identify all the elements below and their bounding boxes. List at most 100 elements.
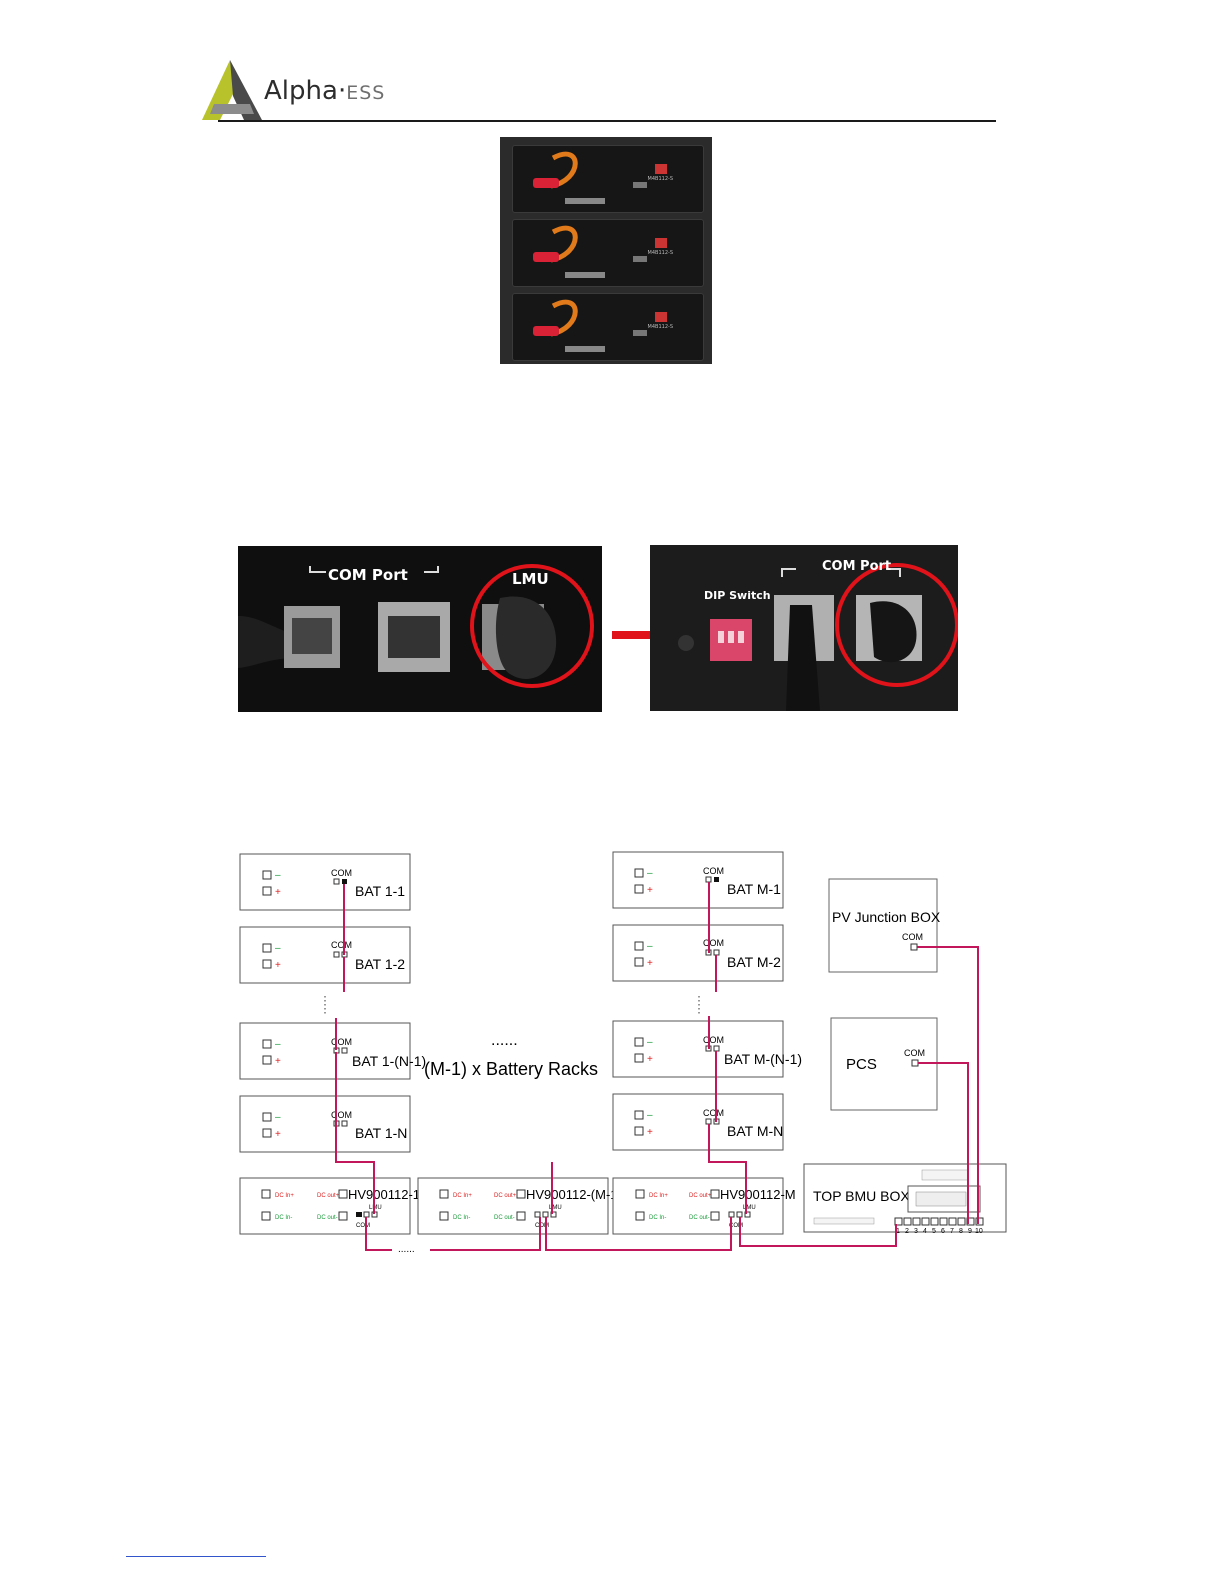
svg-text:COM: COM — [331, 868, 352, 878]
battery-module-1: M4B112-S — [512, 145, 704, 213]
pcs-label: PCS — [846, 1056, 877, 1073]
com-port-lmu-photo-left: COM Port LMU — [238, 546, 602, 712]
battery-rack-photo: M4B112-S M4B112-S M4B112-S — [500, 137, 712, 364]
dip-switch-label: DIP Switch — [704, 589, 771, 602]
svg-text:1: 1 — [896, 1228, 900, 1235]
svg-text:DC out-: DC out- — [317, 1215, 338, 1221]
header: Alpha·ESS — [0, 0, 1224, 130]
alpha-ess-logo-icon — [202, 60, 262, 120]
svg-text:8: 8 — [959, 1228, 963, 1235]
pv-junction-box-label: PV Junction BOX — [832, 909, 941, 925]
svg-text:–: – — [275, 870, 281, 881]
hv-box: DC In+ DC In- DC out+ DC out- HV900112-M… — [612, 1177, 796, 1235]
svg-text:DC out-: DC out- — [494, 1215, 515, 1221]
com-port-label: COM Port — [822, 559, 892, 574]
middle-battery-racks-label: (M-1) x Battery Racks — [424, 1059, 598, 1079]
communication-wires — [335, 882, 979, 1251]
svg-text:COM: COM — [535, 1223, 549, 1229]
rack-label: M4B112-S — [647, 324, 673, 330]
svg-text:+: + — [275, 887, 281, 898]
battery-label: BAT M-1 — [727, 881, 781, 897]
middle-ellipsis: ...... — [491, 1032, 518, 1049]
svg-text:+: + — [275, 960, 281, 971]
svg-text:–: – — [275, 1112, 281, 1123]
brand-suffix: ESS — [346, 82, 386, 104]
battery-unit: – + COM BAT M-2 — [612, 924, 784, 982]
header-divider — [218, 120, 996, 122]
svg-text:4: 4 — [923, 1228, 927, 1235]
svg-text:–: – — [275, 943, 281, 954]
svg-text:6: 6 — [941, 1228, 945, 1235]
svg-text:COM: COM — [703, 1108, 724, 1118]
svg-text:–: – — [647, 941, 653, 952]
battery-unit: – + COM BAT M-(N-1) — [612, 1020, 802, 1078]
battery-label: BAT M-N — [727, 1123, 783, 1139]
svg-text:DC out-: DC out- — [689, 1215, 710, 1221]
hv-box: DC In+ DC In- DC out+ DC out- HV900112-(… — [417, 1177, 622, 1235]
rack-label: M4B112-S — [647, 176, 673, 182]
hv-box: DC In+ DC In- DC out+ DC out- HV900112-1… — [239, 1177, 420, 1235]
svg-text:–: – — [647, 1037, 653, 1048]
battery-unit: – + COM BAT 1-(N-1) — [239, 1022, 426, 1080]
svg-text:DC In-: DC In- — [453, 1215, 470, 1221]
svg-text:–: – — [647, 868, 653, 879]
svg-text:7: 7 — [950, 1228, 954, 1235]
svg-text:COM: COM — [729, 1223, 743, 1229]
com-label: COM — [904, 1048, 925, 1058]
battery-unit: – + COM BAT 1-1 — [239, 853, 411, 911]
svg-text:9: 9 — [968, 1228, 972, 1235]
footer-link-underline[interactable] — [126, 1556, 266, 1557]
svg-text:COM: COM — [703, 866, 724, 876]
hv-box-label: HV900112-M — [720, 1187, 796, 1202]
battery-module-3: M4B112-S — [512, 293, 704, 361]
battery-label: BAT 1-N — [355, 1125, 407, 1141]
svg-text:COM: COM — [703, 1035, 724, 1045]
svg-text:DC In-: DC In- — [275, 1215, 292, 1221]
battery-label: BAT M-(N-1) — [724, 1051, 802, 1067]
battery-unit: – + COM BAT 1-N — [239, 1095, 411, 1153]
bottom-ellipsis: ...... — [398, 1244, 415, 1255]
svg-text:DC out+: DC out+ — [317, 1193, 340, 1199]
svg-text:+: + — [275, 1129, 281, 1140]
svg-text:+: + — [275, 1056, 281, 1067]
svg-text:10: 10 — [975, 1228, 983, 1235]
svg-text:5: 5 — [932, 1228, 936, 1235]
svg-text:–: – — [275, 1039, 281, 1050]
svg-text:+: + — [647, 885, 653, 896]
svg-text:DC In+: DC In+ — [649, 1193, 668, 1199]
rack-label: M4B112-S — [647, 250, 673, 256]
svg-text:COM: COM — [331, 940, 352, 950]
battery-label: BAT 1-(N-1) — [352, 1053, 426, 1069]
top-bmu-box-label: TOP BMU BOX — [813, 1188, 910, 1204]
svg-text:DC In+: DC In+ — [275, 1193, 294, 1199]
hv-box-label: HV900112-1 — [348, 1187, 420, 1202]
battery-label: BAT 1-2 — [355, 956, 405, 972]
svg-text:DC out+: DC out+ — [689, 1193, 712, 1199]
battery-label: BAT M-2 — [727, 954, 781, 970]
com-label: COM — [902, 932, 923, 942]
svg-text:COM: COM — [703, 938, 724, 948]
svg-text:+: + — [647, 1127, 653, 1138]
com-port-dip-photo-right: DIP Switch COM Port — [650, 545, 958, 711]
com-port-label: COM Port — [328, 566, 408, 584]
hv-box-label: HV900112-(M-1) — [526, 1187, 622, 1202]
svg-text:DC out+: DC out+ — [494, 1193, 517, 1199]
wiring-diagram: PV Junction BOX COM PCS COM – + COM BAT … — [239, 851, 1007, 1255]
svg-text:3: 3 — [914, 1228, 918, 1235]
bmu-port-row: 1 2 3 4 5 6 7 8 9 10 — [894, 1217, 984, 1235]
battery-unit: – + COM BAT M-N — [612, 1093, 784, 1151]
battery-unit: – + COM BAT 1-2 — [239, 926, 411, 984]
pv-junction-box — [828, 878, 938, 973]
brand-name: Alpha — [264, 76, 338, 106]
svg-text:+: + — [647, 1054, 653, 1065]
lmu-label: LMU — [512, 570, 549, 588]
svg-text:DC In+: DC In+ — [453, 1193, 472, 1199]
svg-text:COM: COM — [356, 1223, 370, 1229]
svg-text:DC In-: DC In- — [649, 1215, 666, 1221]
svg-text:COM: COM — [331, 1037, 352, 1047]
svg-text:+: + — [647, 958, 653, 969]
battery-unit: – + COM BAT M-1 — [612, 851, 784, 909]
svg-text:LMU: LMU — [743, 1205, 756, 1211]
battery-label: BAT 1-1 — [355, 883, 405, 899]
svg-text:2: 2 — [905, 1228, 909, 1235]
